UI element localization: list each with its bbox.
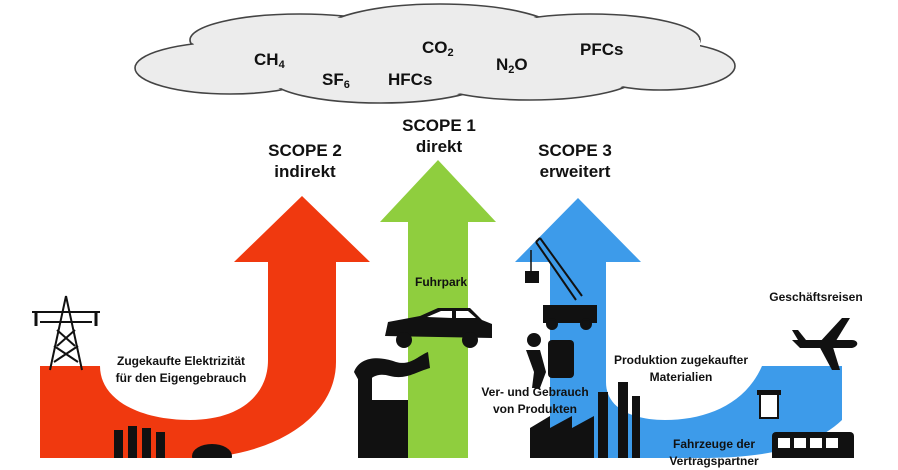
gas-n2o: N2O <box>496 55 528 76</box>
business-travel-label: Geschäftsreisen <box>769 290 863 304</box>
crane-icon <box>525 237 597 330</box>
gas-ch4: CH4 <box>254 50 285 71</box>
gas-co2: CO2 <box>422 38 454 59</box>
airplane-icon <box>792 318 858 370</box>
scope3-arrow <box>515 198 842 458</box>
fleet-label: Fuhrpark <box>414 275 467 289</box>
diagram-canvas <box>32 3 858 458</box>
factory-smoke-icon <box>354 352 430 458</box>
trash-can-icon <box>757 390 781 419</box>
factory-icon <box>530 382 640 458</box>
worker-icon <box>526 333 574 388</box>
power-pylon-icon <box>32 295 100 371</box>
bus-icon <box>772 432 854 458</box>
gas-sf6: SF6 <box>322 70 350 91</box>
factory-chimneys-icon <box>114 426 232 458</box>
scope2-arrow <box>40 196 370 458</box>
gas-pfcs: PFCs <box>580 40 624 59</box>
gas-hfcs: HFCs <box>388 70 433 89</box>
car-icon <box>385 308 492 348</box>
